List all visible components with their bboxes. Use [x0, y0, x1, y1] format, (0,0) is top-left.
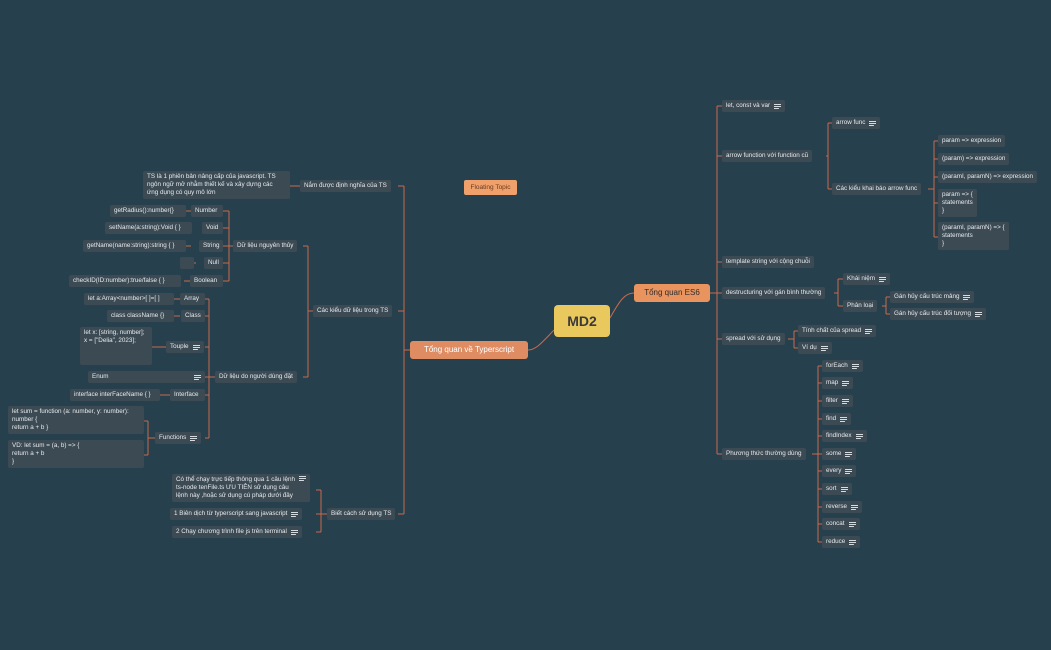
topic-ts-types[interactable]: Các kiểu dữ liệu trong TS [313, 305, 393, 317]
topic-common-methods[interactable]: Phương thức thường dùng [722, 448, 806, 460]
type-boolean-example[interactable]: checkID(ID:number):true/false { } [69, 275, 181, 287]
note-icon [963, 294, 971, 300]
type-null-example[interactable] [180, 257, 194, 269]
topic-arrow-function[interactable]: arrow function với function cũ [722, 150, 813, 162]
type-null[interactable]: Null [204, 257, 223, 269]
note-icon [845, 468, 853, 474]
type-number-example[interactable]: getRadius():number{} [110, 205, 186, 217]
method-every[interactable]: every [822, 465, 857, 477]
type-tuple-example[interactable]: let x: [string, number]; x = ["Delia", 2… [80, 327, 152, 365]
note-icon [865, 328, 873, 334]
method-concat[interactable]: concat [822, 518, 860, 530]
note-icon [851, 504, 858, 510]
arrow-form-2[interactable]: (param) => expression [938, 153, 1010, 165]
method-sort[interactable]: sort [822, 483, 852, 495]
type-void-example[interactable]: setName(a:string):Void { } [105, 222, 192, 234]
note-icon [194, 374, 201, 380]
method-foreach[interactable]: forEach [822, 360, 863, 372]
type-interface-example[interactable]: interface interFaceName { } [70, 389, 160, 401]
topic-classify[interactable]: Phân loại [843, 300, 878, 312]
note-icon [848, 521, 856, 527]
type-array-example[interactable]: let a:Array<number>[ ]=[ ] [84, 293, 174, 305]
arrow-form-5[interactable]: (paramI, paramN) => { statements } [938, 222, 1009, 250]
topic-spread-property[interactable]: Tính chất của spread [798, 325, 877, 337]
topic-arrow-declare[interactable]: Các kiểu khai báo arrow func [832, 183, 922, 195]
branch-ts-overview[interactable]: Tổng quan về Typerscript [410, 341, 528, 359]
type-array[interactable]: Array [180, 293, 205, 305]
method-find[interactable]: find [822, 413, 852, 425]
arrow-form-1[interactable]: param => expression [938, 135, 1006, 147]
type-class[interactable]: Class [181, 310, 205, 322]
type-interface[interactable]: Interface [170, 389, 205, 401]
type-void[interactable]: Void [202, 222, 223, 234]
method-map[interactable]: map [822, 377, 854, 389]
topic-arrow-func[interactable]: arrow func [832, 117, 881, 129]
method-some[interactable]: some [822, 448, 857, 460]
topic-template-string[interactable]: template string với cộng chuỗi [722, 256, 814, 268]
type-string[interactable]: String [199, 240, 223, 252]
note-icon [841, 398, 849, 404]
arrow-form-4[interactable]: param => { statements } [938, 189, 977, 217]
ts-usage-step-1[interactable]: 1 Biên dịch từ typerscript sang javascri… [170, 508, 303, 520]
ts-definition-text[interactable]: TS là 1 phiên bản nâng cấp của javascrip… [143, 171, 290, 199]
type-tuple[interactable]: Touple [166, 341, 204, 353]
branch-es6-overview[interactable]: Tổng quan ES6 [634, 284, 710, 302]
arrow-form-3[interactable]: (paramI, paramN) => expression [938, 171, 1037, 183]
method-filter[interactable]: filter [822, 395, 853, 407]
note-icon [840, 416, 848, 422]
note-icon [840, 486, 848, 492]
type-functions[interactable]: Functions [155, 432, 202, 444]
type-functions-example-2[interactable]: VD: let sum = (a, b) => { return a + b } [8, 440, 144, 468]
topic-concept[interactable]: Khái niệm [843, 273, 891, 285]
type-number[interactable]: Number [191, 205, 223, 217]
note-icon [192, 344, 200, 350]
note-icon [855, 433, 863, 439]
topic-ts-usage[interactable]: Biết cách sử dụng TS [327, 508, 396, 520]
ts-usage-step-2[interactable]: 2 Chạy chương trình file js trên termina… [172, 526, 302, 538]
note-icon [299, 476, 307, 481]
floating-topic[interactable]: Floating Topic [464, 180, 517, 195]
note-icon [845, 451, 853, 457]
note-icon [842, 380, 850, 386]
topic-spread[interactable]: spread với sử dụng [722, 333, 785, 345]
type-enum[interactable]: Enum [88, 371, 205, 383]
topic-ts-definition[interactable]: Nắm được định nghĩa của TS [300, 180, 391, 192]
topic-array-destructuring[interactable]: Gán hủy cấu trúc mảng [890, 291, 975, 303]
topic-spread-example[interactable]: Ví dụ [798, 342, 832, 354]
central-topic[interactable]: MD2 [554, 305, 610, 337]
topic-let-const-var[interactable]: let, const và var [722, 100, 786, 112]
note-icon [291, 511, 299, 517]
type-boolean[interactable]: Boolean [190, 275, 223, 287]
note-icon [820, 345, 828, 351]
type-string-example[interactable]: getName(name:string):string { } [83, 240, 186, 252]
note-icon [774, 103, 782, 109]
note-icon [974, 311, 982, 317]
method-reduce[interactable]: reduce [822, 536, 861, 548]
note-icon [851, 363, 859, 369]
ts-usage-note[interactable]: Có thể chạy trực tiếp thông qua 1 câu lệ… [172, 474, 311, 502]
method-findindex[interactable]: findIndex [822, 430, 867, 442]
topic-object-destructuring[interactable]: Gán hủy cấu trúc đối tượng [890, 308, 986, 320]
type-class-example[interactable]: class className {} [107, 310, 174, 322]
topic-user-defined-types[interactable]: Dữ liệu do người dùng đặt [215, 371, 297, 383]
note-icon [290, 529, 298, 535]
note-icon [879, 276, 887, 282]
method-reverse[interactable]: reverse [822, 501, 862, 513]
note-icon [190, 435, 198, 441]
note-icon [849, 539, 857, 545]
topic-primitive-types[interactable]: Dữ liệu nguyên thủy [233, 240, 298, 252]
topic-destructuring[interactable]: destructuring với gán bình thường [722, 287, 826, 299]
note-icon [869, 120, 877, 126]
type-functions-example-1[interactable]: let sum = function (a: number, y: number… [8, 406, 144, 434]
